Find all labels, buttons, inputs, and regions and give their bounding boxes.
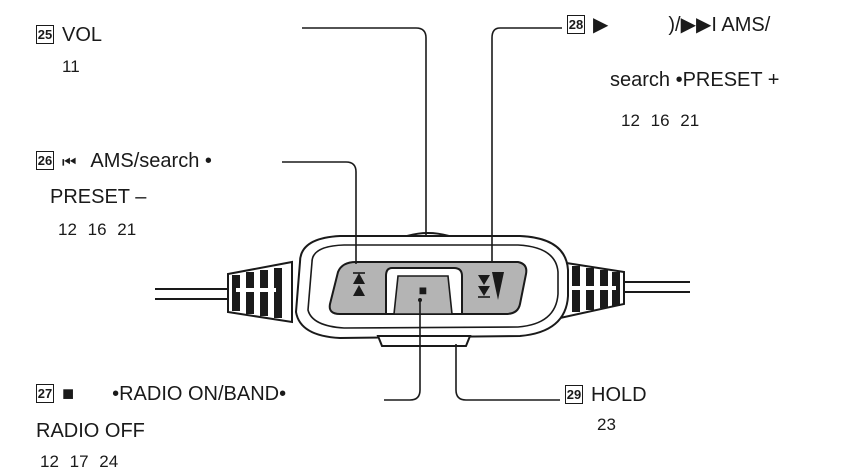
callout-title: HOLD <box>591 384 647 406</box>
callout-prev-line2: PRESET – <box>50 186 147 208</box>
leader-next <box>491 27 562 262</box>
callout-stop: 27 ■ •RADIO ON/BAND• <box>36 384 286 404</box>
callout-hold: 29 HOLD <box>565 385 647 405</box>
stop-button-face <box>393 275 453 315</box>
hold-switch[interactable] <box>376 335 472 347</box>
callout-number: 26 <box>36 151 54 170</box>
cable-left <box>155 288 232 300</box>
callout-number: 25 <box>36 25 54 44</box>
next-button[interactable] <box>478 272 504 300</box>
leader-stop <box>384 300 421 401</box>
prev-button[interactable] <box>353 272 365 296</box>
callout-number: 28 <box>567 15 585 34</box>
callout-stop-pages: 12 17 24 <box>40 452 119 471</box>
leader-hold <box>455 344 560 401</box>
callout-number: 29 <box>565 385 583 404</box>
callout-hold-pages: 23 <box>597 415 616 434</box>
stop-icon: ■ <box>62 383 75 405</box>
callout-title: )/▶▶I AMS/ <box>668 14 771 36</box>
callout-number: 27 <box>36 384 54 403</box>
callout-title: •RADIO ON/BAND• <box>112 383 287 405</box>
callout-prev: 26 ⏮ AMS/search • <box>36 151 212 171</box>
stop-symbol: ■ <box>419 282 427 298</box>
callout-next-pages: 12 16 21 <box>621 111 700 130</box>
leader-prev <box>282 161 357 264</box>
play-icon: ▶ <box>593 14 609 36</box>
callout-title: VOL <box>62 24 103 46</box>
plug-left <box>227 260 293 324</box>
leader-vol <box>302 27 427 236</box>
callout-vol-pages: 11 <box>62 57 80 76</box>
callout-prev-pages: 12 16 21 <box>58 220 137 239</box>
callout-title: AMS/search • <box>90 150 212 172</box>
callout-next-line2: search •PRESET + <box>610 69 780 91</box>
plug-right <box>559 260 625 320</box>
callout-stop-line2: RADIO OFF <box>36 420 145 442</box>
remote-body-inner <box>307 244 559 329</box>
callout-vol: 25 VOL <box>36 25 102 45</box>
cable-right <box>620 281 690 293</box>
callout-next: 28 ▶ )/▶▶I AMS/ <box>567 15 770 35</box>
prev-track-icon: ⏮ <box>62 154 77 171</box>
